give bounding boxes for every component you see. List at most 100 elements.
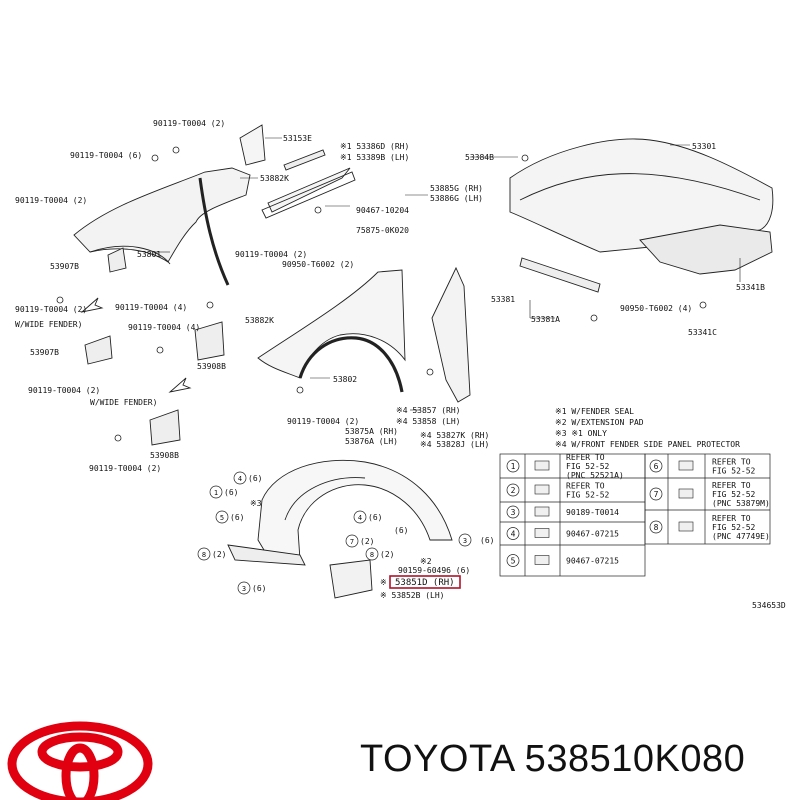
- label-90119-a: 90119-T0004 (2): [153, 119, 225, 128]
- liner-53875A: [257, 459, 453, 561]
- legend-right-text: REFER TO: [712, 514, 751, 523]
- note-4: ※4 W/FRONT FENDER SIDE PANEL PROTECTOR: [555, 440, 740, 449]
- label-90119-f: 90119-T0004 (4): [115, 303, 187, 312]
- diagram-code: 534653D: [752, 601, 786, 610]
- label-53301: 53301: [692, 142, 716, 151]
- legend-left-text: 90467-07215: [566, 530, 619, 539]
- legend-right-text: (PNC 47749E): [712, 532, 770, 541]
- label-wide-fender-2: W/WIDE FENDER): [90, 398, 157, 407]
- hood-insulator-53341B: [639, 224, 773, 275]
- label-53381: 53381: [491, 295, 515, 304]
- label-53828J: ※4 53828J (LH): [420, 440, 489, 449]
- callout-8a-num: 8: [202, 551, 206, 559]
- legend-left-num-circle: [506, 459, 520, 473]
- brand-part-number: TOYOTA 538510K080: [360, 738, 746, 780]
- label-75875: 75875-0K020: [356, 226, 409, 235]
- label-53886G: 53886G (LH): [430, 194, 483, 203]
- label-53876A: 53876A (LH): [345, 437, 398, 446]
- callout-3-num: 3: [242, 585, 246, 593]
- label-90467-10204: 90467-10204: [356, 206, 409, 215]
- clip-icon: [534, 460, 550, 471]
- label-sx2: ※2: [420, 557, 432, 566]
- note-1: ※1 W/FENDER SEAL: [555, 407, 634, 416]
- callout-3b: [458, 533, 472, 547]
- protector-53857: [431, 266, 471, 403]
- fender-53802-shape: [257, 269, 406, 379]
- label-90119-j: 90119-T0004 (2): [287, 417, 359, 426]
- legend-right-text: FIG 52-52: [712, 467, 756, 476]
- label-53802: 53802: [333, 375, 357, 384]
- label-90159: 90159-60496 (6): [398, 566, 470, 575]
- label-53341C: 53341C: [688, 328, 717, 337]
- clip-11: [206, 301, 214, 309]
- label-90950-b: 90950-T6002 (4): [620, 304, 692, 313]
- label-sx1: ※: [380, 578, 387, 587]
- callout-3b-num: 3: [463, 537, 467, 545]
- label-53386D: ※1 53386D (RH): [340, 142, 409, 151]
- label-53851D: 53851D (RH): [395, 578, 455, 588]
- callout-7: [345, 534, 359, 548]
- bracket-53907B-a: [107, 247, 127, 273]
- legend-right-text: REFER TO: [712, 458, 751, 467]
- label-90119-g: 90119-T0004 (4): [128, 323, 200, 332]
- label-53852B: ※ 53852B (LH): [380, 591, 445, 600]
- legend-left-num-circle: [506, 505, 520, 519]
- fender-53801-shape: [73, 167, 251, 263]
- note-2: ※2 W/EXTENSION PAD: [555, 418, 644, 427]
- callout-count-8: (6): [480, 536, 494, 545]
- note-3: ※3 ※1 ONLY: [555, 429, 607, 438]
- label-90119-e: 90119-T0004 (2): [235, 250, 307, 259]
- clip-7: [426, 368, 434, 376]
- legend-right-num: 8: [654, 523, 659, 532]
- callout-count-2: (6): [224, 488, 238, 497]
- legend-left-text: REFER TO: [566, 453, 605, 462]
- callout-5-num: 5: [220, 514, 224, 522]
- legend-left-text: 90189-T0014: [566, 508, 619, 517]
- label-53857: ※4 53857 (RH): [396, 406, 461, 415]
- callout-count-11: (2): [380, 550, 394, 559]
- legend-right-num-circle: [649, 487, 663, 501]
- legend-left-text: 90467-07215: [566, 557, 619, 566]
- legend-left-num: 2: [511, 486, 516, 495]
- callout-count-3: ※3: [250, 499, 262, 508]
- callout-count-6: (6): [394, 526, 408, 535]
- label-53907B-a: 53907B: [50, 262, 79, 271]
- liner-step: [227, 544, 306, 566]
- label-wide-fender-1: W/WIDE FENDER): [15, 320, 82, 329]
- hood-crease: [519, 173, 761, 201]
- label-90950-a: 90950-T6002 (2): [282, 260, 354, 269]
- callout-4a: [233, 471, 247, 485]
- strip-53882K: [283, 149, 326, 171]
- clip-icon: [534, 506, 550, 517]
- label-90119-c: 90119-T0004 (2): [15, 196, 87, 205]
- legend-left-num: 1: [511, 462, 516, 471]
- callout-count-4: (6): [230, 513, 244, 522]
- legend-left-num: 4: [511, 530, 516, 539]
- callout-1-num: 1: [214, 489, 218, 497]
- legend-left-num-circle: [506, 483, 520, 497]
- label-53882K-b: 53882K: [245, 316, 274, 325]
- legend-left-text: (PNC 52521A): [566, 471, 624, 480]
- label-53341B: 53341B: [736, 283, 765, 292]
- callout-4a-num: 4: [238, 475, 242, 483]
- legend-left-num: 3: [511, 508, 516, 517]
- clip-icon: [678, 488, 694, 499]
- label-53858: ※4 53858 (LH): [396, 417, 461, 426]
- label-53882K-a: 53882K: [260, 174, 289, 183]
- mudflap-53851D: [329, 559, 373, 599]
- callout-1: [209, 485, 223, 499]
- legend-right-text: FIG 52-52: [712, 523, 756, 532]
- clip-10: [314, 206, 322, 214]
- callout-count-9: (2): [212, 550, 226, 559]
- legend-right-text: REFER TO: [712, 481, 751, 490]
- clip-5: [114, 434, 122, 442]
- legend-table: [499, 453, 771, 577]
- callout-count-10: (6): [252, 584, 266, 593]
- highlight-box: [389, 575, 461, 589]
- callout-8b-num: 8: [370, 551, 374, 559]
- clip-12: [590, 314, 598, 322]
- callout-8b: [365, 547, 379, 561]
- label-53381A: 53381A: [531, 315, 560, 324]
- clip-2: [151, 154, 159, 162]
